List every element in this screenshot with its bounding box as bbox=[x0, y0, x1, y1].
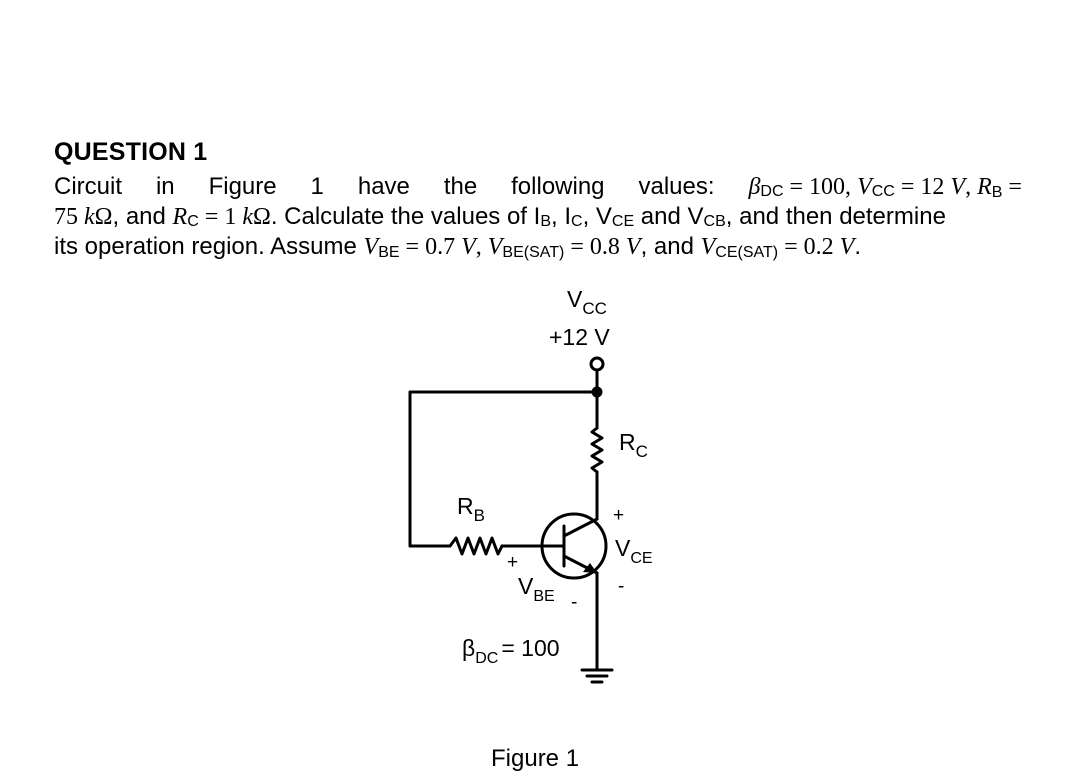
question-line-3: its operation region. Assume VBE = 0.7 V… bbox=[54, 233, 861, 261]
question-body: Circuit in Figure 1 have the following v… bbox=[54, 172, 1022, 262]
vcc-terminal bbox=[589, 356, 605, 372]
question-line-2: 75 kΩ, and RC = 1 kΩ. Calculate the valu… bbox=[54, 203, 946, 230]
question-line-1: Circuit in Figure 1 have the following v… bbox=[54, 172, 1022, 202]
word: the bbox=[443, 173, 478, 200]
word: have bbox=[357, 173, 410, 200]
word: values: bbox=[638, 173, 715, 200]
rc-label: RC bbox=[619, 429, 648, 461]
word: Circuit bbox=[54, 173, 123, 200]
vce-label: VCE bbox=[615, 535, 653, 567]
vcc-value: +12 V bbox=[549, 324, 610, 350]
word: Figure bbox=[208, 173, 277, 200]
word: in bbox=[155, 173, 175, 200]
vce-minus: - bbox=[618, 576, 624, 597]
rc-resistor bbox=[590, 426, 604, 474]
emitter-arrow bbox=[583, 563, 597, 573]
question-title: QUESTION 1 bbox=[54, 138, 208, 166]
vce-plus: + bbox=[613, 505, 624, 526]
rb-resistor bbox=[448, 536, 504, 556]
beta-label: βDC= 100 bbox=[462, 635, 560, 667]
given-values-expression: βDC = 100, VCC = 12 V, RB = bbox=[748, 174, 1022, 201]
collector-lead bbox=[562, 517, 599, 538]
figure-caption: Figure 1 bbox=[491, 745, 579, 772]
word: 1 bbox=[310, 173, 324, 200]
vbe-minus: - bbox=[571, 592, 577, 613]
vcc-label: VCC bbox=[567, 286, 607, 318]
vbe-plus: + bbox=[507, 552, 518, 573]
rb-label: RB bbox=[457, 493, 485, 525]
word: following bbox=[511, 173, 605, 200]
transistor-body bbox=[540, 512, 608, 580]
vbe-label: VBE bbox=[518, 573, 555, 605]
base-bias-wire bbox=[408, 390, 599, 548]
